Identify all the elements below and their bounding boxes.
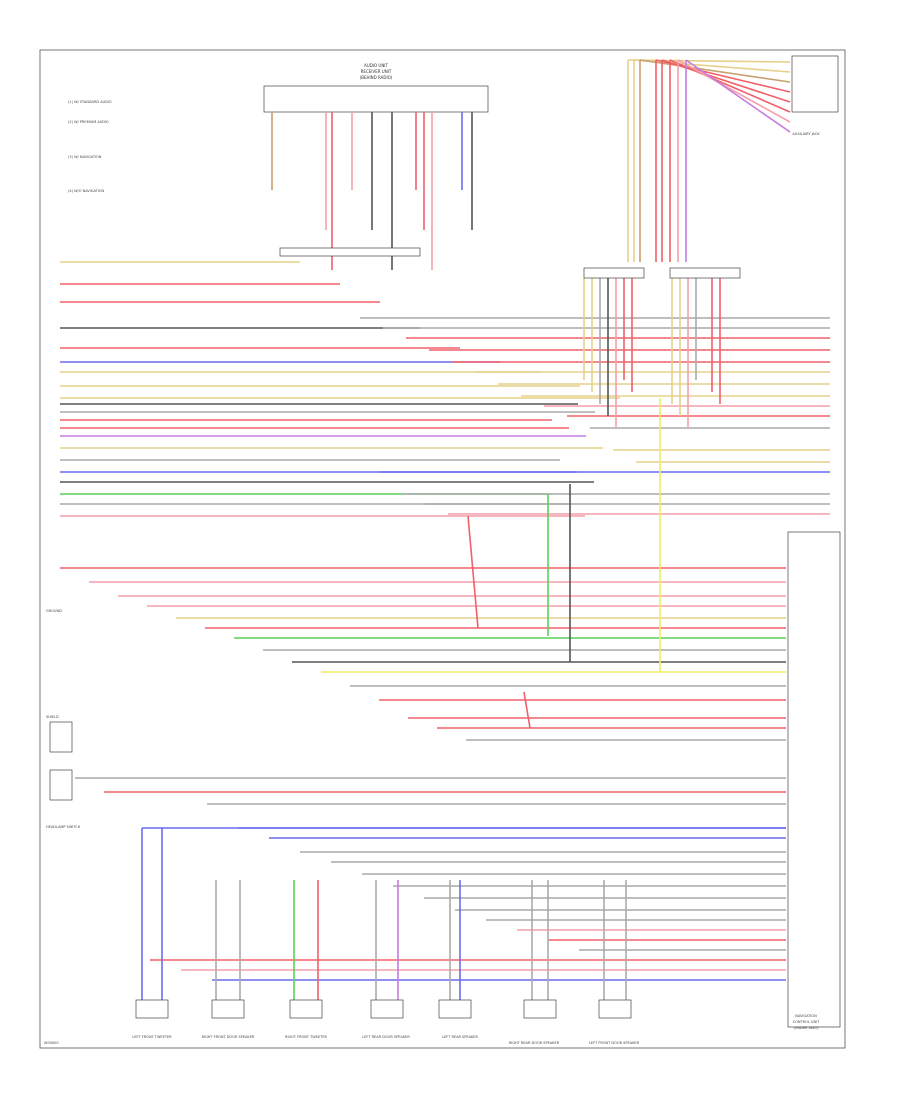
- legend-note-2: (2) W/ PREMIUM AUDIO: [68, 120, 109, 124]
- speaker-label-4: LEFT REAR DOOR SPEAKER: [362, 1035, 410, 1039]
- legend-note-4: (4) W/O NAVIGATION: [68, 189, 105, 193]
- speaker-label-6: RIGHT REAR DOOR SPEAKER: [509, 1041, 560, 1045]
- right-jack-wire-1: [633, 59, 791, 73]
- speaker-symbol-2: [289, 999, 323, 1019]
- red-diag-2: [523, 691, 531, 729]
- nav-unit-label-1: NAVIGATION: [795, 1014, 817, 1018]
- speaker-label-2: RIGHT FRONT DOOR SPEAKER: [202, 1035, 255, 1039]
- audio-unit-title-3: (BEHIND RADIO): [360, 75, 393, 80]
- right-jack-wire-0: [627, 59, 791, 63]
- switch-box-upper: [49, 721, 73, 753]
- speaker-label-3: RIGHT FRONT TWEETER: [285, 1035, 327, 1039]
- nav-unit-label-2: CONTROL UNIT: [793, 1020, 820, 1024]
- right-jack-wire-2: [639, 59, 791, 83]
- speaker-label-1: LEFT FRONT TWEETER: [132, 1035, 172, 1039]
- speaker-symbol-6: [598, 999, 632, 1019]
- audio-unit-title-2: RECEIVER UNIT: [361, 69, 392, 74]
- right-jack-wire-7: [685, 59, 791, 133]
- wire-layer: [60, 59, 830, 1000]
- red-diag-1: [467, 515, 479, 629]
- right-mid-connector-a: [583, 267, 645, 279]
- audio-unit-title-1: AUDIO UNIT: [364, 63, 388, 68]
- navigation-unit-box: [787, 531, 841, 1028]
- right-mid-connector-b: [669, 267, 741, 279]
- audio-unit-box: [263, 85, 489, 113]
- right-jack-wire-4: [661, 59, 791, 103]
- speaker-symbol-3: [370, 999, 404, 1019]
- speaker-symbol-0: [135, 999, 169, 1019]
- speaker-symbol-4: [438, 999, 472, 1019]
- left-label-ground: GROUND: [46, 609, 62, 613]
- nav-unit-label-3: (UNDER SEAT): [793, 1026, 819, 1030]
- mid-connector-box: [279, 247, 421, 257]
- right-jack-wire-6: [677, 59, 791, 123]
- legend-note-3: (3) W/ NAVIGATION: [68, 155, 102, 159]
- left-label-headlamp: HEADLAMP SWITCH: [46, 825, 81, 829]
- diagram-frame: [39, 49, 846, 1049]
- speaker-label-7: LEFT FRONT DOOR SPEAKER: [589, 1041, 640, 1045]
- legend-note-1: (1) W/ STANDARD AUDIO: [68, 100, 112, 104]
- speaker-symbol-1: [211, 999, 245, 1019]
- component-layer: [49, 247, 741, 1019]
- left-label-shield: SHIELD: [46, 715, 59, 719]
- speaker-label-5: LEFT REAR SPEAKER: [442, 1035, 478, 1039]
- right-jack-wire-5: [669, 59, 791, 113]
- auxiliary-jack-label: AUXILIARY JACK: [792, 132, 820, 136]
- footer-code: W00000: [44, 1041, 59, 1045]
- speaker-symbol-5: [523, 999, 557, 1019]
- auxiliary-jack-box: [791, 55, 839, 113]
- switch-box-lower: [49, 769, 73, 801]
